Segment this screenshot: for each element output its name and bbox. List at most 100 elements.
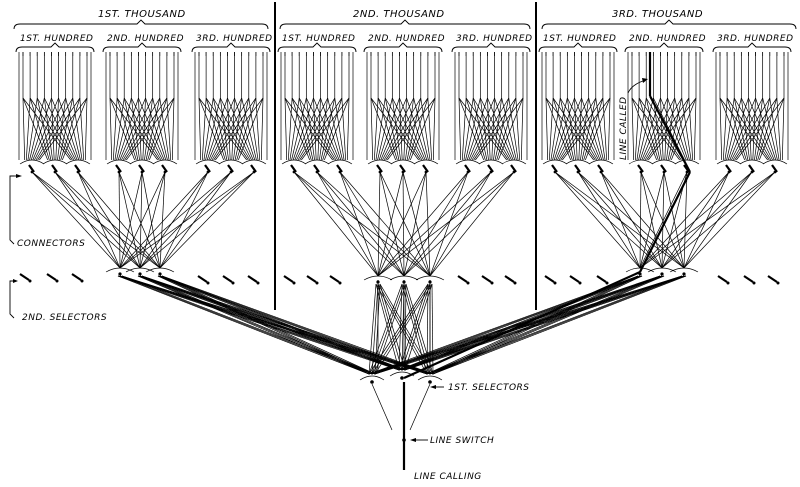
bank-arc (413, 159, 439, 165)
bank-multiple (220, 97, 252, 161)
hundred-brace-2-2 (363, 42, 443, 53)
bank-multiple (399, 97, 426, 161)
connector-trunk (118, 171, 121, 269)
bank-arc (281, 159, 307, 165)
bank-multiple (681, 97, 692, 161)
bank-multiple (319, 97, 329, 161)
connector-trunk (600, 171, 663, 269)
bank-multiple (298, 97, 337, 161)
line-called-label: LINE CALLED (619, 96, 629, 160)
bank-multiple (138, 97, 165, 161)
trunk-line (429, 275, 685, 375)
trunk-line (161, 275, 376, 375)
connector-trunk (403, 171, 492, 277)
bank-multiple (555, 97, 582, 161)
bank-multiple (375, 97, 386, 161)
bank-multiple (667, 97, 683, 161)
bank-multiple (215, 97, 264, 161)
connectors-label: CONNECTORS (17, 239, 85, 249)
bank-multiple (334, 97, 345, 161)
bank-multiple (291, 97, 307, 161)
bank-multiple (298, 97, 314, 161)
bank-multiple (320, 97, 342, 161)
bank-multiple (323, 97, 350, 161)
bank-multiple (231, 97, 235, 161)
selector-arc (363, 275, 393, 281)
connector-trunk (118, 171, 141, 269)
bank-multiple (166, 97, 172, 161)
bank-multiple (552, 97, 573, 161)
selector-arc (647, 267, 677, 273)
bank-multiple (317, 97, 321, 161)
connector-trunk (377, 171, 381, 277)
bank-multiple (212, 97, 228, 161)
connector-trunk (139, 171, 166, 269)
bank-multiple (652, 97, 662, 161)
bank-multiple (496, 97, 517, 161)
bank-multiple (420, 97, 431, 161)
bank-arc (542, 159, 568, 165)
bank-multiple (769, 97, 780, 161)
bank-multiple (30, 97, 52, 161)
trunk-line (374, 283, 407, 375)
second-selector (660, 272, 664, 276)
idle-selector-node (338, 281, 342, 285)
line-calling-label: LINE CALLING (414, 472, 482, 482)
idle-selector-node (752, 281, 756, 285)
bank-multiple (719, 97, 768, 161)
bank-multiple (305, 97, 315, 161)
bank-arc (390, 159, 416, 165)
bank-multiple (736, 97, 785, 161)
bank-multiple (461, 97, 467, 161)
idle-selector (481, 275, 492, 283)
bank-multiple (205, 97, 249, 161)
connector-trunk (429, 171, 469, 277)
connector-trunk (639, 171, 776, 269)
bank-multiple (688, 97, 694, 161)
bank-multiple (660, 97, 687, 161)
bank-multiple (171, 97, 175, 161)
bank-multiple (748, 97, 752, 161)
second-selector (118, 272, 122, 276)
connector-trunk (159, 171, 232, 269)
connector-trunk (379, 171, 405, 277)
selector-arc (669, 267, 699, 273)
idle-selector (222, 275, 233, 283)
bank-multiple (301, 97, 350, 161)
trunk-line (426, 275, 639, 375)
bank-multiple (384, 97, 423, 161)
bank-multiple (284, 97, 333, 161)
bank-arc (674, 159, 700, 165)
connector-trunk (119, 171, 209, 269)
connector-trunk (377, 171, 427, 277)
bank-multiple (210, 97, 242, 161)
trunk-line (137, 275, 370, 375)
bank-multiple (380, 97, 407, 161)
bank-multiple (234, 97, 250, 161)
bank-multiple (346, 97, 350, 161)
connector-trunk (639, 171, 642, 269)
bank-multiple (408, 97, 429, 161)
bank-multiple (142, 97, 146, 161)
bank-multiple (719, 97, 746, 161)
bank-multiple (480, 97, 512, 161)
bank-multiple (660, 97, 664, 161)
connector-trunk (639, 171, 688, 269)
trunk-line (137, 275, 400, 371)
bank-multiple (373, 97, 379, 161)
bank-multiple (648, 97, 697, 161)
bank-multiple (468, 97, 495, 161)
bank-multiple (322, 97, 343, 161)
thousand-dividers (274, 2, 537, 310)
trunk-line (159, 275, 373, 375)
connector-trunk (159, 171, 166, 269)
bank-multiple (733, 97, 772, 161)
line-called-arrow (627, 78, 648, 94)
bank-multiple (693, 97, 697, 161)
bank-multiple (117, 97, 139, 161)
connector-trunk (379, 171, 431, 277)
bank-multiple (733, 97, 749, 161)
bank-multiple (631, 97, 635, 161)
bank-multiple (550, 97, 561, 161)
bank-arc (367, 159, 393, 165)
